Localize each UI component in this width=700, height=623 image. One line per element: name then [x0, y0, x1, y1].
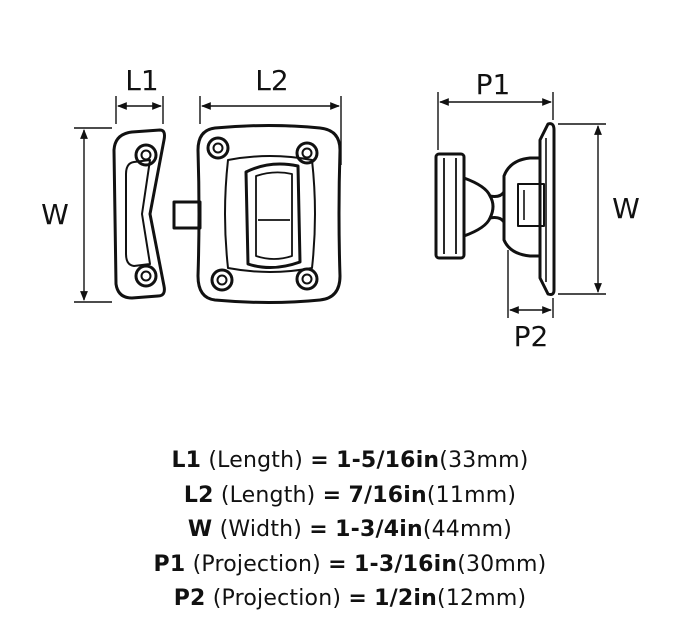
l2-label: L2: [255, 64, 288, 97]
spec-desc: (Length): [208, 448, 304, 473]
spec-metric: (11mm): [426, 482, 517, 508]
spec-code: L2: [183, 482, 214, 508]
spec-line-p1: P1 (Projection) = 1-3/16in(30mm): [0, 548, 700, 583]
spec-eq: =: [328, 551, 347, 577]
spec-desc: (Projection): [212, 586, 342, 611]
w-front-label: W: [41, 198, 69, 231]
spec-eq: =: [322, 482, 342, 508]
spec-code: P2: [173, 586, 206, 611]
spec-value: 7/16in: [348, 482, 427, 508]
side-view: [434, 122, 556, 296]
spec-eq: =: [310, 448, 329, 473]
side-dimensions: [437, 92, 606, 318]
mounting-plate: [538, 122, 556, 296]
spec-metric: (44mm): [422, 517, 513, 542]
side-body: [502, 156, 542, 258]
spec-code: W: [187, 517, 213, 542]
spec-eq: =: [348, 586, 367, 611]
latch-bolt: [172, 200, 202, 230]
p1-label: P1: [476, 68, 511, 101]
spec-line-l2: L2 (Length) = 7/16in(11mm): [0, 479, 700, 514]
l1-label: L1: [125, 64, 158, 97]
spec-code: L1: [171, 448, 202, 473]
spec-value: 1/2in: [374, 586, 438, 611]
front-view: [112, 124, 342, 304]
spec-desc: (Length): [220, 482, 316, 508]
spec-line-w: W (Width) = 1-3/4in(44mm): [0, 513, 700, 548]
latch-dimension-diagram: L1 L2 W P1 W P2: [41, 64, 640, 353]
spec-metric: (33mm): [439, 448, 529, 473]
p2-label: P2: [514, 320, 549, 353]
spec-code: P1: [153, 551, 186, 577]
front-dimensions: [74, 96, 342, 303]
w-side-label: W: [612, 192, 640, 225]
spec-line-l1: L1 (Length) = 1-5/16in(33mm): [0, 444, 700, 479]
knob-neck: [463, 176, 495, 238]
spec-value: 1-3/16in: [354, 551, 458, 577]
spec-value: 1-3/4in: [335, 517, 423, 542]
latch-body-plate: [196, 124, 342, 304]
spec-desc: (Projection): [192, 551, 321, 577]
spec-metric: (30mm): [457, 551, 547, 577]
spec-desc: (Width): [219, 517, 303, 542]
keeper-plate: [112, 128, 166, 300]
spec-line-p2: P2 (Projection) = 1/2in(12mm): [0, 582, 700, 617]
knob-head: [434, 152, 466, 260]
dimension-specs: L1 (Length) = 1-5/16in(33mm) L2 (Length)…: [0, 444, 700, 617]
spec-metric: (12mm): [437, 586, 527, 611]
spec-value: 1-5/16in: [336, 448, 440, 473]
spec-eq: =: [309, 517, 328, 542]
turn-knob: [244, 162, 302, 269]
